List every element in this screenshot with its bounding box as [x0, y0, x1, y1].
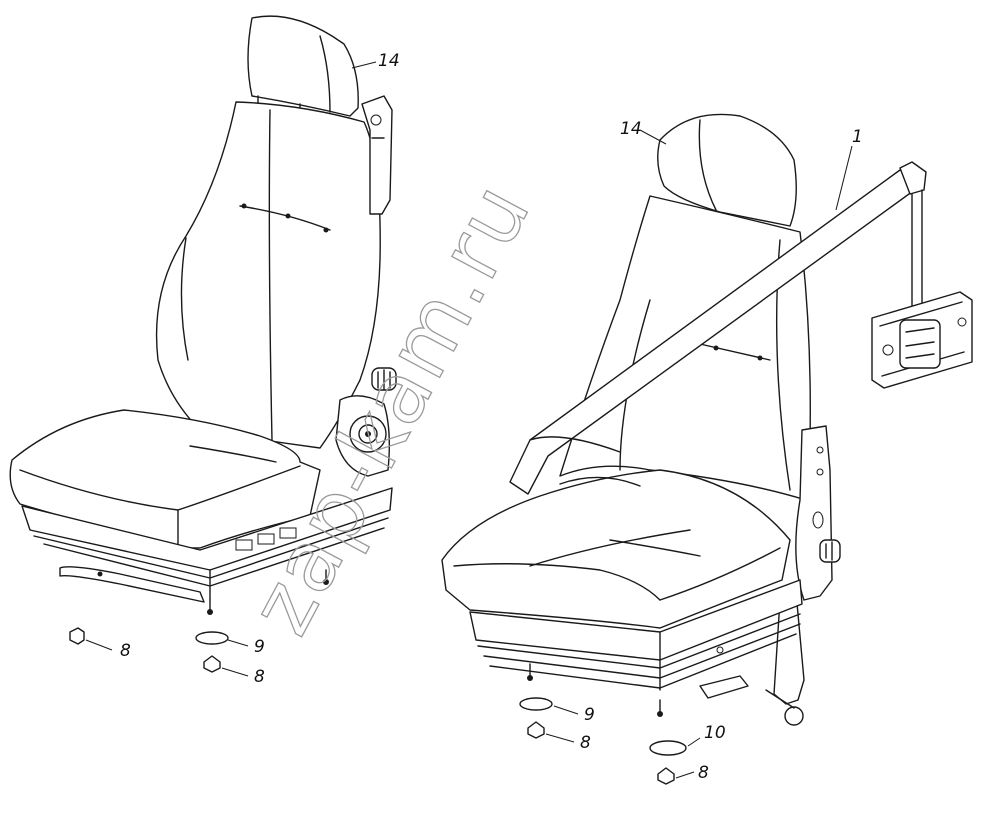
callout-9-a: 9	[254, 637, 265, 657]
callouts: 14 14 1 8 9 8 9 8 10 8	[120, 51, 863, 783]
right-headrest	[657, 113, 797, 227]
right-belt-retractor	[871, 291, 973, 389]
nut-8a-icon	[69, 627, 85, 645]
callout-10: 10	[704, 723, 726, 743]
left-backrest	[155, 101, 381, 449]
callout-14-left: 14	[378, 51, 400, 71]
nut-8b-icon	[203, 655, 221, 673]
callout-9-b: 9	[584, 705, 595, 725]
callout-1: 1	[852, 127, 863, 147]
nut-8d-icon	[657, 767, 675, 785]
left-belt-anchor	[361, 95, 393, 215]
right-side-frame	[765, 425, 841, 726]
left-seat	[9, 15, 397, 677]
left-hardware	[69, 627, 249, 677]
leader-lines	[351, 61, 853, 211]
callout-8-a: 8	[120, 641, 131, 661]
right-seat-cushion	[441, 469, 791, 629]
callout-8-b: 8	[254, 667, 265, 687]
washer-9a-icon	[195, 631, 229, 645]
left-seat-cushion	[9, 409, 321, 549]
right-hardware	[519, 697, 701, 785]
nut-8c-icon	[527, 721, 545, 739]
left-seat-base	[21, 487, 393, 615]
callout-8-c: 8	[580, 733, 591, 753]
right-seat-belt	[509, 161, 927, 495]
callout-8-d: 8	[698, 763, 709, 783]
callout-14-right: 14	[620, 119, 642, 139]
left-recline-mechanism	[335, 367, 397, 477]
washer-10-icon	[649, 740, 687, 756]
right-seat-base	[469, 579, 803, 717]
left-headrest	[247, 15, 359, 117]
washer-9b-icon	[519, 697, 553, 711]
right-seat	[441, 113, 973, 785]
